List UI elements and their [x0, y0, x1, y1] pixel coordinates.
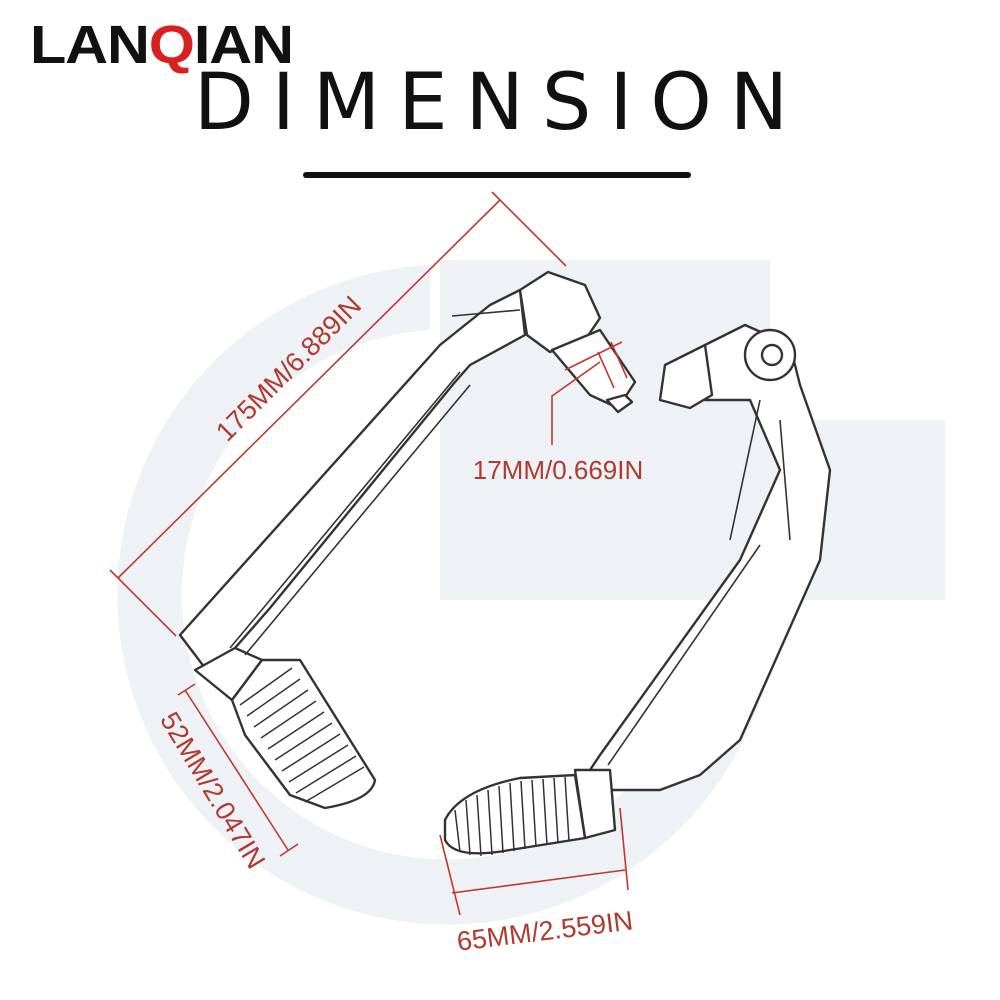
- left-lever-guard: [178, 270, 637, 810]
- title-underline: [303, 172, 691, 178]
- dim-overall-length-line: [109, 191, 567, 637]
- right-grip-ribs: [454, 776, 570, 857]
- left-grip-ribs: [239, 667, 365, 803]
- right-lever-guard: [573, 323, 832, 840]
- dim-mount-diameter-line: [551, 341, 628, 445]
- right-grip: [443, 773, 587, 855]
- brand-logo: LANQIAN: [30, 15, 294, 75]
- dim-mount-diameter-label: 17MM/0.669IN: [473, 455, 644, 485]
- dim-grip-length-line: [177, 683, 299, 857]
- dim-grip-width-line: [439, 807, 629, 916]
- page-title: DIMENSION: [193, 58, 807, 148]
- dimension-lines: [109, 191, 629, 916]
